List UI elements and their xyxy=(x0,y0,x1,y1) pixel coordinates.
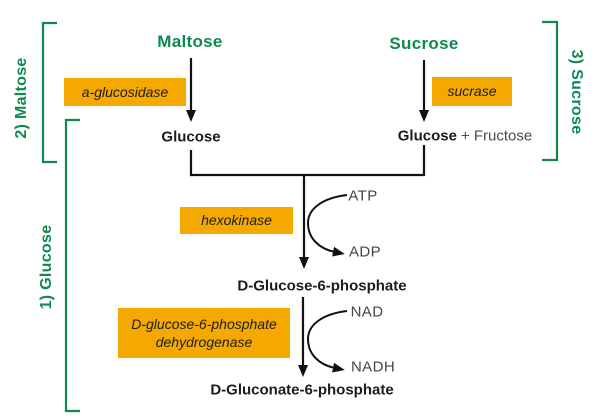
node-d-gluconate-6-phosphate: D-Gluconate-6-phosphate xyxy=(210,381,394,399)
cofactor-adp: ADP xyxy=(348,243,382,261)
node-fructose-suffix: + Fructose xyxy=(460,127,533,145)
cofactor-nad: NAD xyxy=(350,303,384,321)
enzyme-sucrase: sucrase xyxy=(432,77,512,106)
section-label-glucose: 1) Glucose xyxy=(38,224,55,310)
enzyme-sucrase-label: sucrase xyxy=(447,83,497,100)
node-glucose-left: Glucose xyxy=(161,128,221,146)
converge-connector xyxy=(189,145,426,177)
section-label-maltose: 2) Maltose xyxy=(13,57,30,139)
enzyme-hexokinase: hexokinase xyxy=(180,207,293,234)
section-label-sucrose: 3) Sucrose xyxy=(568,49,585,135)
bracket-sucrose-section xyxy=(542,20,559,162)
bracket-maltose-section xyxy=(41,21,57,164)
bracket-glucose-section xyxy=(64,118,80,413)
cofactor-nadh: NADH xyxy=(350,358,396,376)
cofactor-atp: ATP xyxy=(348,187,378,205)
enzyme-a-glucosidase: a-glucosidase xyxy=(64,78,186,106)
node-d-glucose-6-phosphate: D-Glucose-6-phosphate xyxy=(237,277,407,295)
enzyme-a-glucosidase-label: a-glucosidase xyxy=(81,83,169,100)
enzyme-hexokinase-label: hexokinase xyxy=(201,212,272,229)
atp-adp-curve xyxy=(306,194,348,257)
node-maltose: Maltose xyxy=(157,32,223,51)
node-sucrose: Sucrose xyxy=(389,34,459,53)
enzyme-g6pd-line1: D-glucose-6-phosphate xyxy=(131,315,277,332)
nad-nadh-curve xyxy=(306,310,348,373)
enzyme-g6p-dehydrogenase: D-glucose-6-phosphate dehydrogenase xyxy=(118,308,290,358)
node-glucose-fructose: Glucose+ Fructose xyxy=(398,128,532,145)
node-glucose-right: Glucose xyxy=(397,127,457,145)
enzyme-g6pd-line2: dehydrogenase xyxy=(155,334,253,350)
